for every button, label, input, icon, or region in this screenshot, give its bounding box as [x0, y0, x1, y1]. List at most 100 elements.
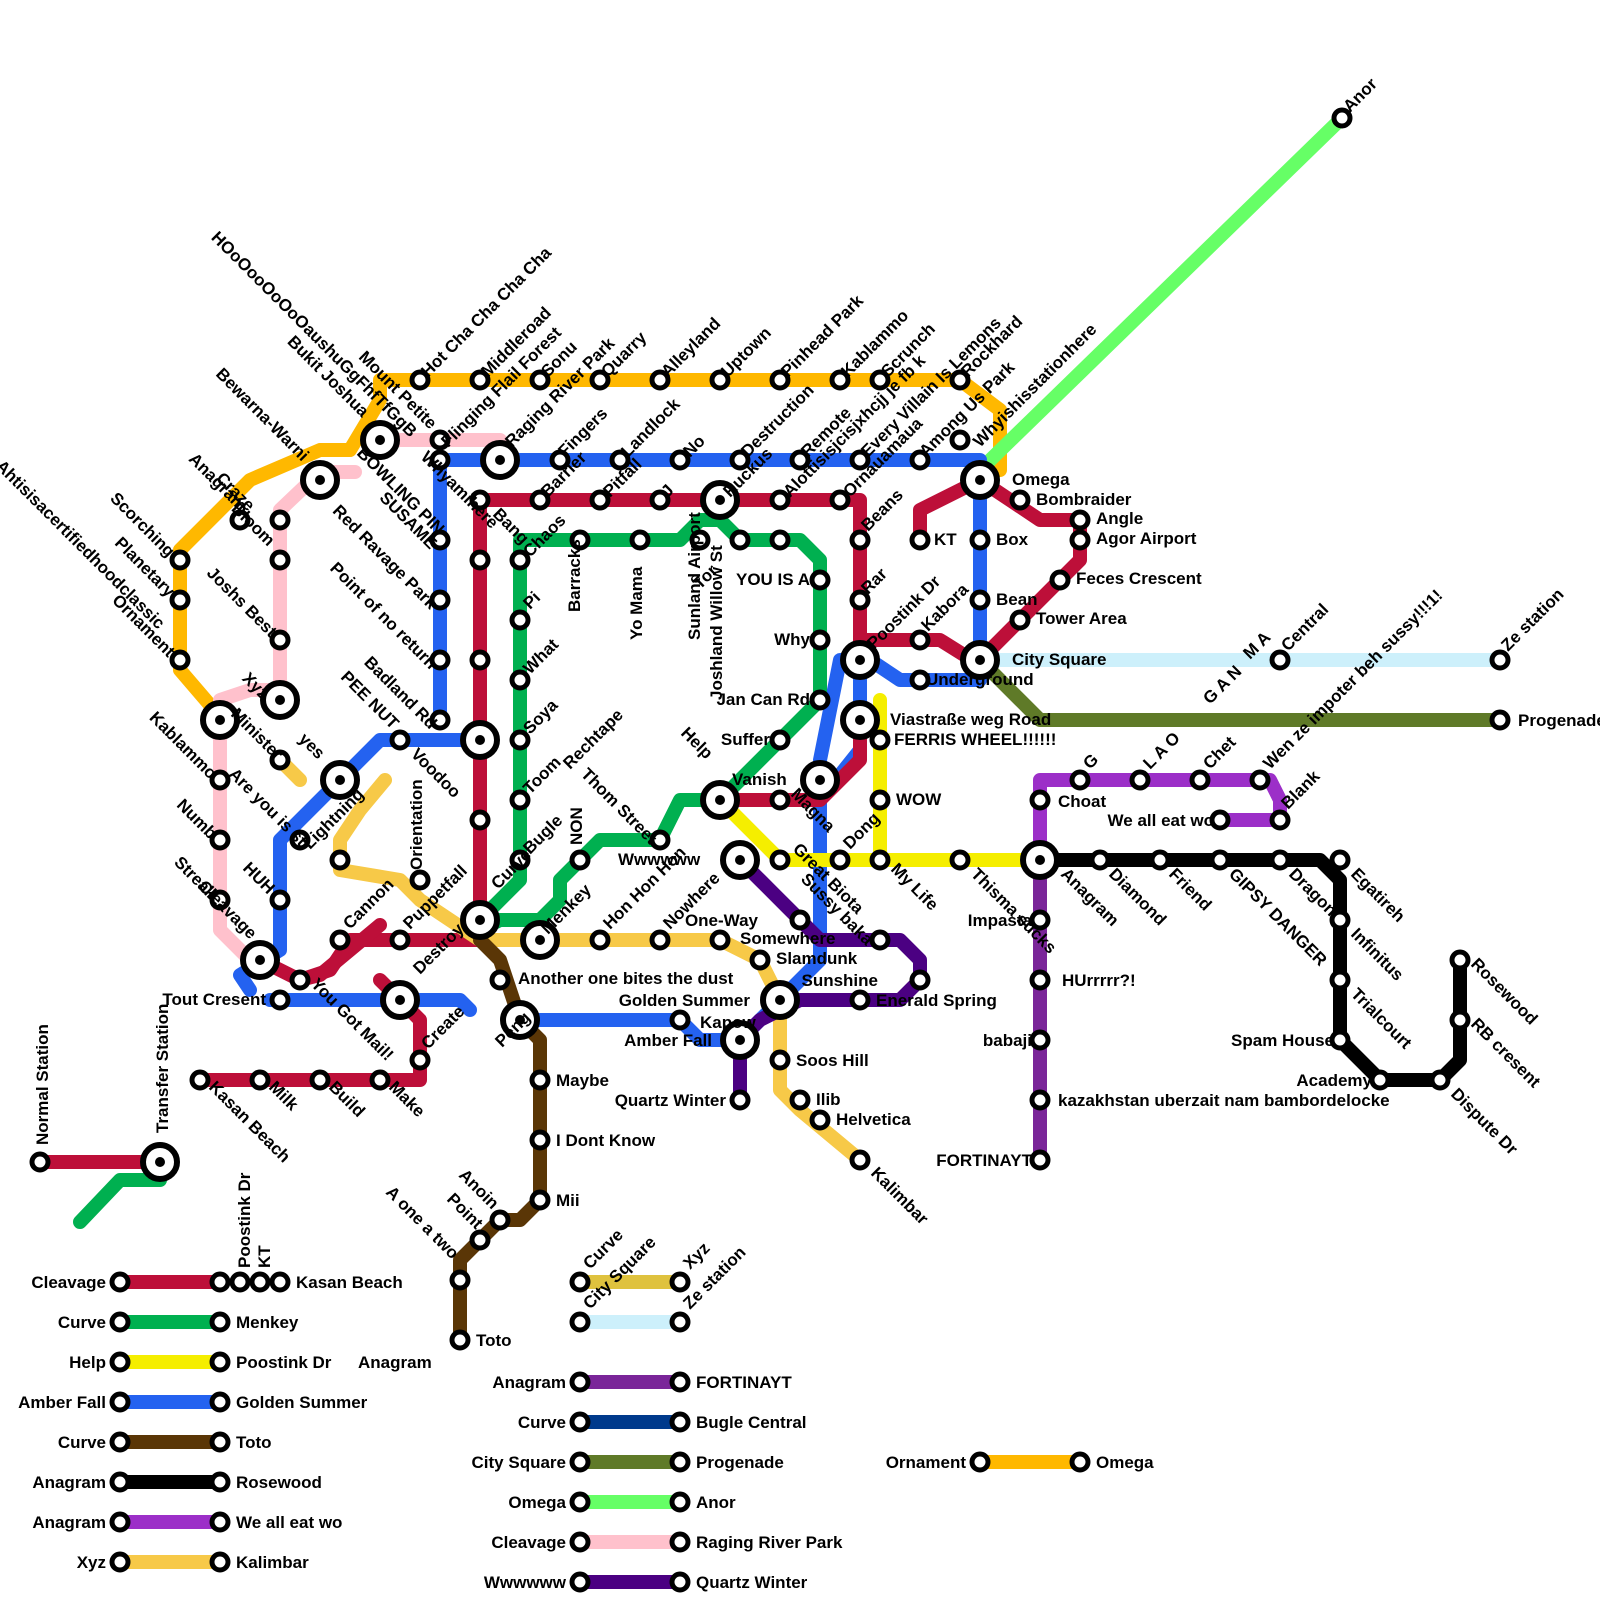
- station-thisma-sucks[interactable]: [952, 852, 968, 868]
- station-dragon[interactable]: [1272, 852, 1288, 868]
- station-wen-ze-impoter-beh-sussy-1[interactable]: [1252, 772, 1268, 788]
- station-hurrrrr[interactable]: [912, 972, 928, 988]
- station-dispute-dr[interactable]: [1432, 1072, 1448, 1088]
- station-joshland-willow-st[interactable]: [732, 532, 748, 548]
- station-joshs-best[interactable]: [272, 632, 288, 648]
- station-bean[interactable]: [972, 592, 988, 608]
- station-pi[interactable]: [472, 652, 488, 668]
- station-diamond[interactable]: [1092, 852, 1108, 868]
- station-tor[interactable]: [772, 532, 788, 548]
- station-my-life[interactable]: [872, 852, 888, 868]
- station-rb-cresent[interactable]: [1452, 1012, 1468, 1028]
- station-you-is-a[interactable]: [812, 572, 828, 588]
- station-l-a-o[interactable]: [1132, 772, 1148, 788]
- station-dong[interactable]: [832, 852, 848, 868]
- station-beans[interactable]: [852, 532, 868, 548]
- station-cleavage-interchange[interactable]: [243, 943, 277, 977]
- station-wwwwww-interchange[interactable]: [723, 843, 757, 877]
- station-tower-area[interactable]: [1012, 612, 1028, 628]
- station-craze[interactable]: [272, 512, 288, 528]
- station-academy[interactable]: [1372, 1072, 1388, 1088]
- station-quartz-winter[interactable]: [732, 1092, 748, 1108]
- station-sussy-baka[interactable]: [792, 912, 808, 928]
- station-rosewood[interactable]: [1452, 952, 1468, 968]
- station-maybe[interactable]: [532, 1072, 548, 1088]
- station-kasan-beach[interactable]: [192, 1072, 208, 1088]
- station-cannon[interactable]: [332, 932, 348, 948]
- station-g[interactable]: [1072, 772, 1088, 788]
- station-huh[interactable]: [272, 892, 288, 908]
- station-curve-interchange[interactable]: [463, 903, 497, 937]
- station-soos-hill[interactable]: [772, 1052, 788, 1068]
- station-bombraider[interactable]: [1012, 492, 1028, 508]
- station-chaos[interactable]: [472, 552, 488, 568]
- station-make[interactable]: [372, 1072, 388, 1088]
- station-egatireh[interactable]: [1332, 852, 1348, 868]
- station-chet[interactable]: [1192, 772, 1208, 788]
- station-ilib[interactable]: [792, 1092, 808, 1108]
- station-kalimbar[interactable]: [852, 1152, 868, 1168]
- station-wow[interactable]: [872, 792, 888, 808]
- station-why[interactable]: [812, 632, 828, 648]
- station-a-one-a-two[interactable]: [452, 1272, 468, 1288]
- station-toto[interactable]: [452, 1332, 468, 1348]
- station-friend[interactable]: [1152, 852, 1168, 868]
- station-hurrrrr[interactable]: [1032, 972, 1048, 988]
- station-kt[interactable]: [912, 532, 928, 548]
- station-nowhere[interactable]: [652, 932, 668, 948]
- station-voodoo[interactable]: [332, 852, 348, 868]
- station-angle[interactable]: [1072, 512, 1088, 528]
- station-transfer-station-interchange[interactable]: [143, 1145, 177, 1179]
- station-you-got-mail[interactable]: [292, 972, 308, 988]
- station-anor[interactable]: [1334, 110, 1350, 126]
- station-one-way[interactable]: [712, 932, 728, 948]
- station-what[interactable]: [512, 672, 528, 688]
- station-hon-hon-hon[interactable]: [592, 932, 608, 948]
- station-jan-can-rd[interactable]: [812, 692, 828, 708]
- station-soya[interactable]: [512, 732, 528, 748]
- station-anoin[interactable]: [492, 1212, 508, 1228]
- station-pee-nut[interactable]: [392, 732, 408, 748]
- station-build[interactable]: [312, 1072, 328, 1088]
- station-box[interactable]: [972, 532, 988, 548]
- station-choat[interactable]: [1032, 792, 1048, 808]
- station-helvetica[interactable]: [812, 1112, 828, 1128]
- station-puppetfall[interactable]: [392, 932, 408, 948]
- station-infinitus[interactable]: [1332, 912, 1348, 928]
- station-gipsy-danger[interactable]: [1212, 852, 1228, 868]
- station-we-all-eat-wo[interactable]: [1212, 812, 1228, 828]
- station-golden-summer-interchange[interactable]: [763, 983, 797, 1017]
- station-agor-airport[interactable]: [1072, 532, 1088, 548]
- station-suffer[interactable]: [772, 732, 788, 748]
- station-magna[interactable]: [772, 792, 788, 808]
- station-create[interactable]: [412, 1052, 428, 1068]
- station-ferris-wheel[interactable]: [872, 732, 888, 748]
- station-bloom[interactable]: [272, 552, 288, 568]
- station-scorching[interactable]: [172, 552, 188, 568]
- station-kapow[interactable]: [672, 1012, 688, 1028]
- station-anagram-interchange[interactable]: [1023, 843, 1057, 877]
- station-feces-crescent[interactable]: [1052, 572, 1068, 588]
- station-rar[interactable]: [852, 592, 868, 608]
- station-toom[interactable]: [472, 812, 488, 828]
- station-trialcourt[interactable]: [1332, 972, 1348, 988]
- station-bewarna-warni-interchange[interactable]: [303, 463, 337, 497]
- station-progenade[interactable]: [1492, 712, 1508, 728]
- station-planetary[interactable]: [172, 592, 188, 608]
- station-point[interactable]: [472, 1232, 488, 1248]
- station-yo-mama[interactable]: [632, 532, 648, 548]
- station-viastra-e-weg-road-interchange[interactable]: [843, 703, 877, 737]
- station-kazakhstan-uberzait-nam-bambordelocke[interactable]: [1032, 1092, 1048, 1108]
- station-kabora[interactable]: [912, 632, 928, 648]
- station-mii[interactable]: [532, 1192, 548, 1208]
- station-milk[interactable]: [252, 1072, 268, 1088]
- station-i-dont-know[interactable]: [532, 1132, 548, 1148]
- station-blank[interactable]: [1272, 812, 1288, 828]
- station-spam-house[interactable]: [1332, 1032, 1348, 1048]
- station-normal-station[interactable]: [32, 1154, 48, 1170]
- station-slamdunk[interactable]: [752, 952, 768, 968]
- station-enerald-spring[interactable]: [852, 992, 868, 1008]
- station-ornament[interactable]: [172, 652, 188, 668]
- station-ze-station[interactable]: [1492, 652, 1508, 668]
- station-great-biota[interactable]: [772, 852, 788, 868]
